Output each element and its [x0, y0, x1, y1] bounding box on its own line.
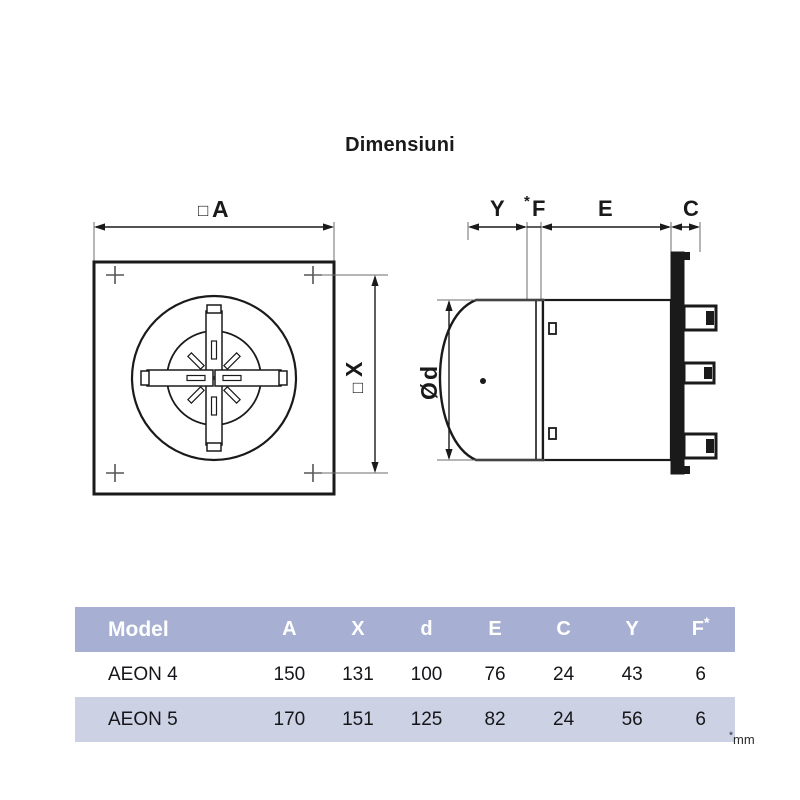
front-view-x-dimension-line — [371, 275, 379, 473]
cell-model: AEON 5 — [75, 697, 256, 742]
label-diameter: d — [416, 366, 442, 380]
table-header-row: Model A X d E C Y F* — [75, 607, 735, 652]
column-header-y: Y — [597, 607, 667, 652]
label-front-height-symbol: □ — [348, 383, 367, 393]
dome-body-seam — [535, 300, 544, 460]
column-header-model: Model — [75, 607, 256, 652]
dimension-line-e — [541, 223, 671, 231]
label-dimension-f-star: * — [524, 193, 530, 210]
page-title: Dimensiuni — [345, 134, 455, 156]
label-front-height: X — [341, 361, 367, 377]
label-front-width: A — [212, 196, 229, 222]
dome-cap-outline — [438, 298, 545, 462]
front-view-x-extension-lines — [313, 274, 388, 474]
cell-f: 6 — [666, 652, 735, 697]
front-view-a-dimension-line — [94, 223, 334, 231]
side-view — [437, 222, 718, 475]
label-diameter-symbol: Ø — [416, 382, 442, 400]
footnote-star: * — [729, 730, 734, 742]
front-view-a-extension-lines — [93, 222, 335, 262]
cell-y: 56 — [597, 697, 667, 742]
column-header-d: d — [392, 607, 461, 652]
cell-y: 43 — [597, 652, 667, 697]
body-latch-marks — [548, 322, 557, 440]
cell-model: AEON 4 — [75, 652, 256, 697]
flange-plate — [670, 251, 685, 475]
cell-x: 151 — [323, 697, 393, 742]
grille-spokes — [140, 304, 288, 452]
column-header-f-star: * — [704, 615, 710, 632]
cell-c: 24 — [529, 652, 598, 697]
label-dimension-e: E — [598, 196, 613, 221]
column-header-c: C — [529, 607, 598, 652]
dome-center-dot — [480, 378, 486, 384]
dimension-line-diameter — [445, 300, 453, 460]
dimension-line-y — [468, 223, 527, 231]
flange-terminals — [682, 304, 718, 460]
table-row: AEON 5 170 151 125 82 24 56 6 — [75, 697, 735, 742]
cell-e: 76 — [460, 652, 530, 697]
table-row: AEON 4 150 131 100 76 24 43 6 — [75, 652, 735, 697]
cell-f: 6 — [666, 697, 735, 742]
cell-c: 24 — [529, 697, 598, 742]
body-outline — [541, 298, 673, 462]
label-dimension-f: F — [532, 196, 545, 221]
side-view-extension-lines — [467, 222, 701, 300]
flange-top-lip — [684, 252, 690, 260]
column-header-e: E — [460, 607, 530, 652]
column-header-f-letter: F — [691, 618, 704, 640]
cell-d: 125 — [392, 697, 461, 742]
column-header-f: F* — [666, 607, 735, 652]
dimension-line-c — [671, 223, 700, 231]
column-header-x: X — [323, 607, 393, 652]
side-view-diameter-extension-lines — [437, 299, 545, 461]
dimension-labels: □ A □ X Y * F E C Ø d — [198, 193, 699, 400]
cell-a: 170 — [255, 697, 324, 742]
label-dimension-y: Y — [490, 196, 505, 221]
dimensions-table: Model A X d E C Y F* AEON 4 150 131 100 … — [75, 607, 735, 742]
flange-bottom-lip — [684, 466, 690, 474]
cell-d: 100 — [392, 652, 461, 697]
cell-x: 131 — [323, 652, 393, 697]
cell-e: 82 — [460, 697, 530, 742]
cell-a: 150 — [255, 652, 324, 697]
table-footnote: *mm — [729, 730, 755, 747]
grille-vent-slots — [186, 340, 242, 416]
flange-terminal-details — [704, 311, 714, 453]
column-header-a: A — [255, 607, 324, 652]
label-front-width-symbol: □ — [198, 201, 208, 220]
footnote-unit: mm — [733, 732, 755, 747]
front-view — [92, 222, 388, 496]
label-dimension-c: C — [683, 196, 699, 221]
